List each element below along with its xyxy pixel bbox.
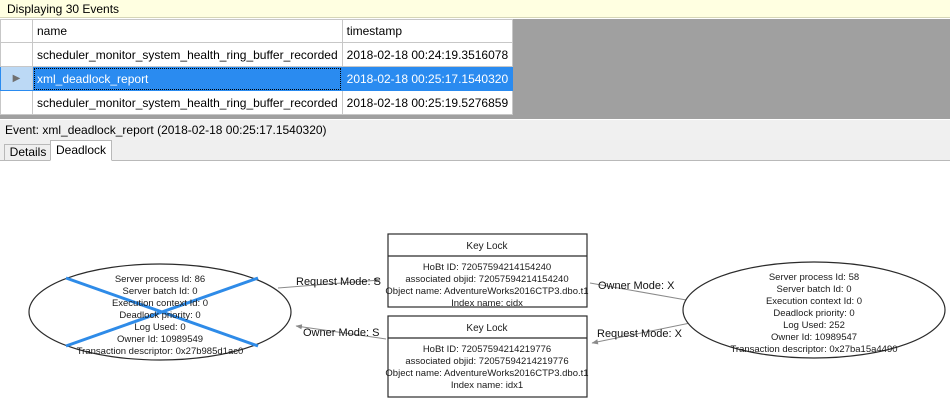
process-right-line-3: Deadlock priority: 0	[773, 308, 854, 319]
resource-node-bottom-lock[interactable]: Key Lock HoBt ID: 72057594214219776 asso…	[385, 315, 589, 398]
tab-strip: Details Deadlock	[0, 140, 950, 161]
edge-left-owner: Owner Mode: S	[295, 324, 387, 340]
cell-name: scheduler_monitor_system_health_ring_buf…	[32, 90, 343, 115]
victim-cross-icon	[65, 276, 259, 348]
table-row[interactable]: scheduler_monitor_system_health_ring_buf…	[0, 42, 514, 67]
table-header-row: name timestamp	[0, 19, 514, 43]
table-row[interactable]: ▶ xml_deadlock_report 2018-02-18 00:25:1…	[0, 66, 514, 91]
column-header-name[interactable]: name	[32, 19, 343, 43]
cell-timestamp: 2018-02-18 00:25:17.1540320	[341, 66, 514, 91]
tab-strip-underline	[0, 160, 950, 161]
event-caption-bar: Event: xml_deadlock_report (2018-02-18 0…	[0, 120, 950, 140]
cell-timestamp: 2018-02-18 00:24:19.3516078	[341, 42, 514, 67]
top-lock-line-0: HoBt ID: 72057594214154240	[423, 262, 551, 273]
process-right-line-0: Server process Id: 58	[769, 272, 859, 283]
bottom-lock-line-0: HoBt ID: 72057594214219776	[423, 344, 551, 355]
row-selector-arrow: ▶	[12, 72, 21, 84]
process-right-line-6: Transaction descriptor: 0x27ba15a4490	[730, 344, 897, 355]
tab-deadlock[interactable]: Deadlock	[50, 140, 112, 161]
row-selector-cell[interactable]	[0, 42, 33, 67]
process-left-line-5: Owner Id: 10989549	[117, 334, 203, 345]
process-right-line-5: Owner Id: 10989547	[771, 332, 857, 343]
events-header: Displaying 30 Events	[0, 0, 950, 18]
process-right-line-2: Execution context Id: 0	[766, 296, 862, 307]
row-selector-cell[interactable]	[0, 90, 33, 115]
event-caption-label: Event: xml_deadlock_report (2018-02-18 0…	[5, 123, 327, 137]
edge-label-right-request: Request Mode: X	[597, 328, 683, 340]
process-left-line-1: Server batch Id: 0	[123, 286, 198, 297]
column-header-selector	[0, 19, 33, 43]
column-header-timestamp[interactable]: timestamp	[341, 19, 514, 43]
bottom-lock-title: Key Lock	[466, 323, 508, 334]
process-left-line-6: Transaction descriptor: 0x27b985d1ac0	[77, 346, 244, 357]
edge-left-request: Request Mode: S	[277, 276, 381, 289]
events-count-label: Displaying 30 Events	[7, 2, 120, 16]
edge-label-left-request: Request Mode: S	[296, 276, 381, 288]
process-left-line-2: Execution context Id: 0	[112, 298, 208, 309]
cell-name: scheduler_monitor_system_health_ring_buf…	[32, 42, 343, 67]
events-grid[interactable]: name timestamp scheduler_monitor_system_…	[0, 19, 950, 119]
top-lock-line-1: associated objid: 72057594214154240	[405, 274, 568, 285]
tab-details[interactable]: Details	[4, 144, 52, 161]
top-lock-line-2: Object name: AdventureWorks2016CTP3.dbo.…	[385, 286, 588, 297]
cell-name: xml_deadlock_report	[32, 66, 343, 91]
process-node-right[interactable]: Server process Id: 58 Server batch Id: 0…	[682, 261, 946, 359]
process-right-line-1: Server batch Id: 0	[777, 284, 852, 295]
bottom-lock-line-1: associated objid: 72057594214219776	[405, 356, 568, 367]
top-lock-title: Key Lock	[466, 241, 508, 252]
process-right-line-4: Log Used: 252	[783, 320, 845, 331]
table-row[interactable]: scheduler_monitor_system_health_ring_buf…	[0, 90, 514, 115]
cell-timestamp: 2018-02-18 00:25:19.5276859	[341, 90, 514, 115]
top-lock-line-3: Index name: cidx	[451, 298, 523, 309]
edge-label-right-owner: Owner Mode: X	[598, 280, 675, 292]
process-left-line-0: Server process Id: 86	[115, 274, 205, 285]
process-left-line-4: Log Used: 0	[134, 322, 185, 333]
bottom-lock-line-2: Object name: AdventureWorks2016CTP3.dbo.…	[385, 368, 588, 379]
edge-right-request: Request Mode: X	[591, 320, 701, 345]
process-node-left[interactable]: Server process Id: 86 Server batch Id: 0…	[28, 263, 292, 361]
edge-label-left-owner: Owner Mode: S	[303, 327, 379, 339]
resource-node-top-lock[interactable]: Key Lock HoBt ID: 72057594214154240 asso…	[385, 233, 589, 309]
events-table: name timestamp scheduler_monitor_system_…	[0, 19, 514, 115]
deadlock-graph-canvas[interactable]: Request Mode: S Owner Mode: S Owner Mode…	[0, 161, 950, 400]
row-selector-cell[interactable]: ▶	[0, 66, 33, 91]
process-left-line-3: Deadlock priority: 0	[119, 310, 200, 321]
bottom-lock-line-3: Index name: idx1	[451, 380, 523, 391]
edge-right-owner: Owner Mode: X	[589, 280, 693, 303]
